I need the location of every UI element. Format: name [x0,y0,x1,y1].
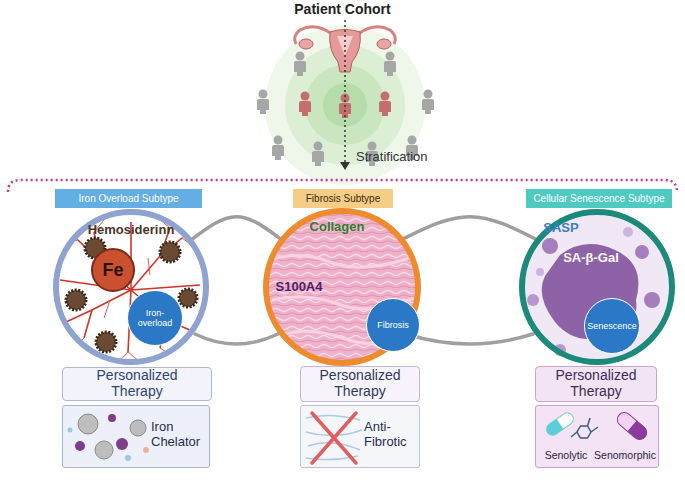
circle-shape [92,249,134,291]
node-text: SASP [535,221,587,236]
person-icon [272,136,284,165]
person-icon [299,92,311,121]
node-text: Iron-overload [130,308,180,328]
senomorphic-capsule [614,410,649,443]
subtype-header: Cellular Senescence Subtype [526,189,672,208]
treatment-box: Anti-Fibrotic [300,405,420,468]
dot [68,428,73,433]
node-text: Personalized Therapy [305,368,415,399]
molecule-icon [577,426,591,438]
therapy-box: Personalized Therapy [535,366,657,402]
subtype-circle: CollagenS100A4Fibrosis [263,208,421,366]
capsule-half [628,421,650,443]
iron-ion [108,414,116,422]
sasp-vesicle [536,268,544,276]
capsule-half [614,410,649,443]
node-text: Iron Overload Subtype [78,193,178,204]
sasp-vesicle [644,292,660,308]
node-text: Collagen [301,220,373,235]
marker-circle: Fibrosis [366,298,420,352]
step-label: Stratification [356,149,446,164]
hemosiderin-deposit [66,290,86,310]
node-text: Senolytic [538,450,594,462]
sasp-halo [523,213,671,361]
subtype-header: Iron Overload Subtype [55,189,202,208]
node-text: Cellular Senescence Subtype [533,193,664,204]
iron-ion [75,441,85,451]
blood-vessel [60,222,200,352]
connector-arc [404,217,535,239]
chelator-ball [130,420,146,436]
stratification-arrow [344,20,346,163]
circle-shape [367,299,420,352]
ovary [299,39,313,49]
node-text: Iron Chelator [151,420,209,449]
senescent-cell [542,244,639,339]
node-text: Senomorphic [593,450,657,462]
therapy-box: Personalized Therapy [62,367,212,401]
sasp-vesicle [635,245,649,259]
marker-circle: Senescence [584,298,640,354]
person-icon [384,52,396,81]
node-text: Fibrosis [377,320,409,330]
senolytic-capsule [544,410,575,437]
iron-ion [116,438,128,450]
chelator-ball [78,414,98,434]
capsule-half [544,410,575,437]
chelator-ball [95,441,113,459]
sasp-vesicle [542,238,558,254]
person-icon [257,90,269,119]
hemosiderin-deposit [160,242,180,262]
node-text: S100A4 [266,280,332,295]
node-text: Fe [102,260,123,280]
person-icon [379,92,391,121]
person-icon [294,52,306,81]
node-text: SA-β-Gal [549,251,633,266]
circle-shape [522,212,672,362]
node-text: Hemosiderinn [83,223,179,238]
node-text: Personalized Therapy [540,368,652,399]
sasp-vesicle [623,227,633,237]
molecule-bond [571,418,598,437]
circle-shape [585,299,640,354]
fiber-icon [306,415,362,459]
iron-circle: Fe [91,248,135,292]
capsule-half [544,419,563,437]
node-text: Senescence [587,321,637,331]
diagram-title: Patient Cohort [0,1,685,17]
person-icon [422,90,434,119]
collagen-texture [264,209,420,365]
node-text: Anti-Fibrotic [364,420,419,449]
subtype-circle: HemosiderinnFeIron-overload [53,209,209,365]
node-text: Personalized Therapy [81,368,193,399]
person-icon [339,94,351,123]
dot [143,447,149,453]
hemosiderin-deposit [96,332,116,352]
circle-shape [56,212,206,362]
node-text: Fibrosis Subtype [306,193,380,204]
connector-arc [192,217,279,239]
link-arc [406,334,533,344]
hemosiderin-deposit [179,289,197,307]
subtype-circle: SASP SA-β-GalSenescence [519,209,675,365]
subtype-header: Fibrosis Subtype [293,189,393,208]
tissue-fill [264,209,420,365]
link-arc [195,334,278,344]
ovary [377,39,391,49]
person-icon [312,142,324,171]
fibrosis-illustration [264,209,420,365]
circle-shape [128,291,183,346]
treatment-box: SenolyticSenomorphic [535,405,659,468]
treatment-box: Iron Chelator [62,405,210,468]
marker-circle: Iron-overload [127,290,183,346]
cross-mark [312,413,356,463]
arrow-head [340,162,350,170]
dot [125,455,131,461]
sasp-vesicle [527,294,539,306]
therapy-box: Personalized Therapy [300,366,420,402]
